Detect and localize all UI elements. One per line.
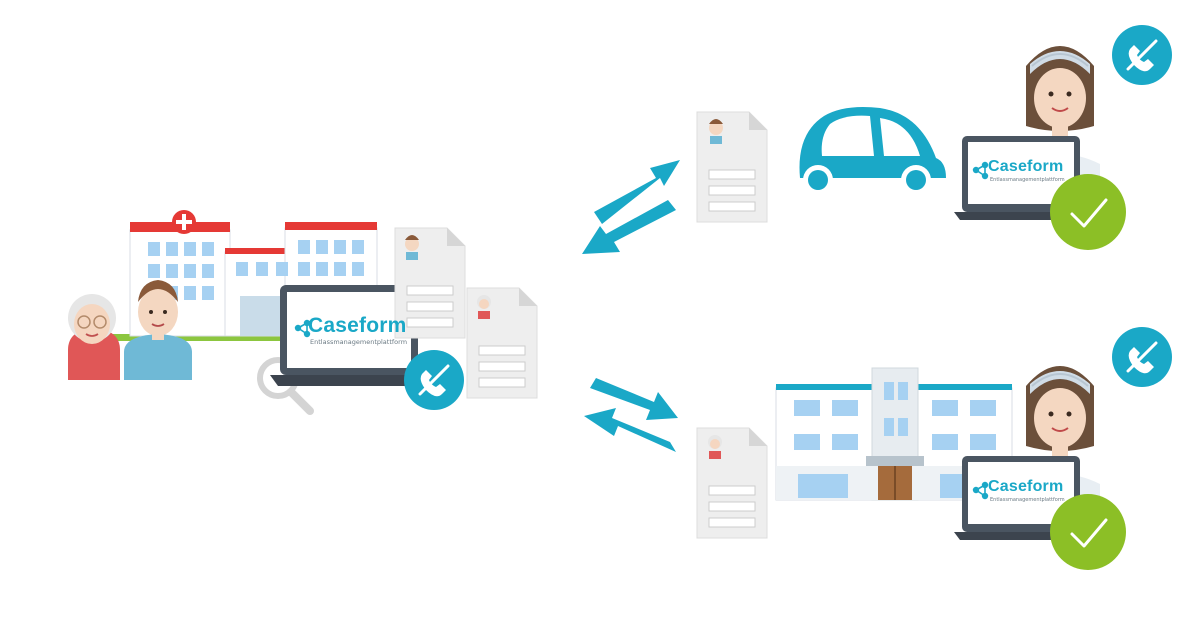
relative-person — [124, 280, 192, 380]
no-phone-icon-left — [402, 348, 466, 412]
mobile-care-group — [696, 23, 1174, 252]
doc-avatar-upper — [709, 119, 723, 144]
elderly-patient — [68, 294, 120, 380]
doc-avatar-doctor — [405, 235, 419, 260]
arrow-from-care-service — [582, 200, 676, 254]
check-icon-upper — [1048, 172, 1128, 252]
hospital-group — [68, 210, 538, 415]
caseform-laptop-left — [270, 285, 428, 386]
arrow-from-care-home — [584, 408, 676, 452]
check-icon-lower — [1048, 492, 1128, 572]
arrows-upper — [582, 160, 680, 254]
arrows-lower — [584, 378, 678, 452]
no-phone-icon-lower — [1110, 325, 1174, 389]
arrow-to-care-home — [590, 378, 678, 420]
document-upper-right — [696, 111, 768, 223]
caseform-tagline-lower: Entlassmanagementplattform — [990, 497, 1065, 503]
caseform-tagline-upper: Entlassmanagementplattform — [990, 177, 1065, 183]
care-home-group — [696, 325, 1174, 572]
arrow-to-care-service — [594, 160, 680, 224]
doc-avatar-elderly — [477, 295, 491, 319]
caseform-logo-upper: Caseform — [988, 158, 1064, 175]
ground-line — [95, 334, 295, 341]
document-lower-right — [696, 427, 768, 539]
care-home-building — [775, 367, 1013, 501]
car-icon — [799, 107, 946, 195]
caseform-logo-left: Caseform — [308, 314, 407, 337]
doc-avatar-lower — [708, 435, 722, 459]
no-phone-icon-upper — [1110, 23, 1174, 87]
caseform-tagline-left: Entlassmanagementplattform — [310, 338, 408, 346]
caseform-logo-lower: Caseform — [988, 478, 1064, 495]
